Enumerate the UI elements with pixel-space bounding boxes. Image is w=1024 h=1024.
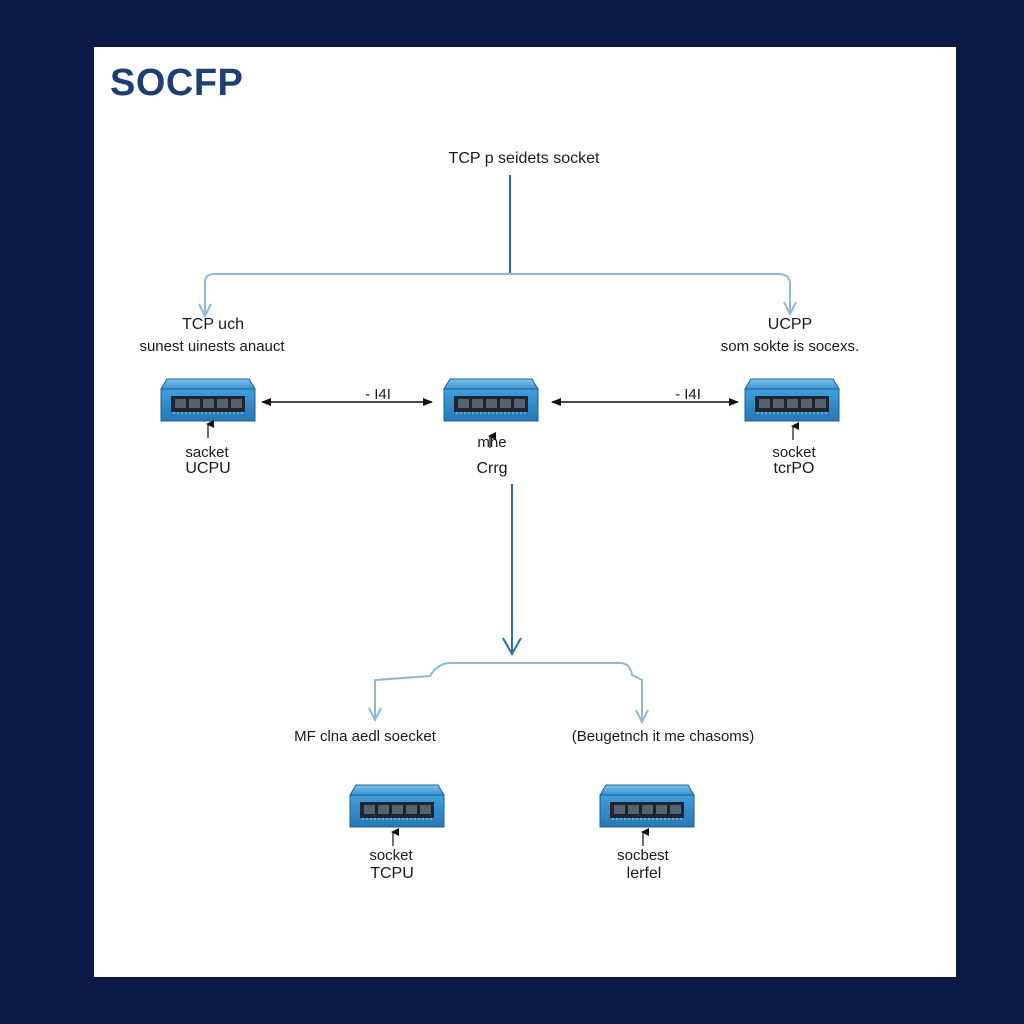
- left-node-sub-top: sacket: [185, 444, 229, 461]
- center-switch-icon: [443, 378, 539, 422]
- branch-bottom-right-arrowhead: [635, 709, 649, 725]
- right-switch-icon: [744, 378, 840, 422]
- bottom-left-switch-icon: [349, 784, 445, 828]
- diagram-title: SOCFP: [110, 62, 244, 104]
- left-node-heading: TCP uch: [182, 316, 244, 333]
- branch-bottom-bar: [374, 662, 643, 720]
- diagram-panel: [94, 47, 956, 977]
- bottom-left-node-sub-bottom: TCPU: [370, 865, 414, 882]
- link-right-label: - I4I: [675, 386, 701, 403]
- left-node-sub-bottom: UCPU: [185, 460, 231, 477]
- branch-bottom-left-arrowhead: [368, 707, 382, 723]
- link-left-label: - I4I: [365, 386, 391, 403]
- top-label: TCP p seidets socket: [448, 150, 600, 167]
- branch-top-bar: [204, 273, 791, 314]
- center-node-sub-bottom: Crrg: [476, 460, 508, 477]
- bottom-right-switch-icon: [599, 784, 695, 828]
- bottom-left-node-sub-top: socket: [369, 847, 413, 864]
- center-node-sub-top: mhe: [477, 434, 507, 451]
- branch-left-arrowhead: [198, 303, 212, 319]
- left-node-subheading: sunest uinests anauct: [139, 338, 285, 355]
- right-node-sub-top: socket: [772, 444, 816, 461]
- bottom-left-node-heading: MF clna aedl soecket: [294, 728, 436, 745]
- trunk-down-arrowhead: [502, 637, 522, 657]
- right-node-subheading: som sokte is socexs.: [720, 338, 860, 355]
- right-node-heading: UCPP: [767, 316, 813, 333]
- right-node-sub-bottom: tcrPO: [773, 460, 815, 477]
- branch-right-arrowhead: [783, 301, 797, 317]
- bottom-right-node-sub-bottom: lerfel: [626, 865, 662, 882]
- left-switch-icon: [160, 378, 256, 422]
- bottom-right-node-sub-top: socbest: [617, 847, 669, 864]
- bottom-right-node-heading: (Beugetnch it me chasoms): [571, 728, 755, 745]
